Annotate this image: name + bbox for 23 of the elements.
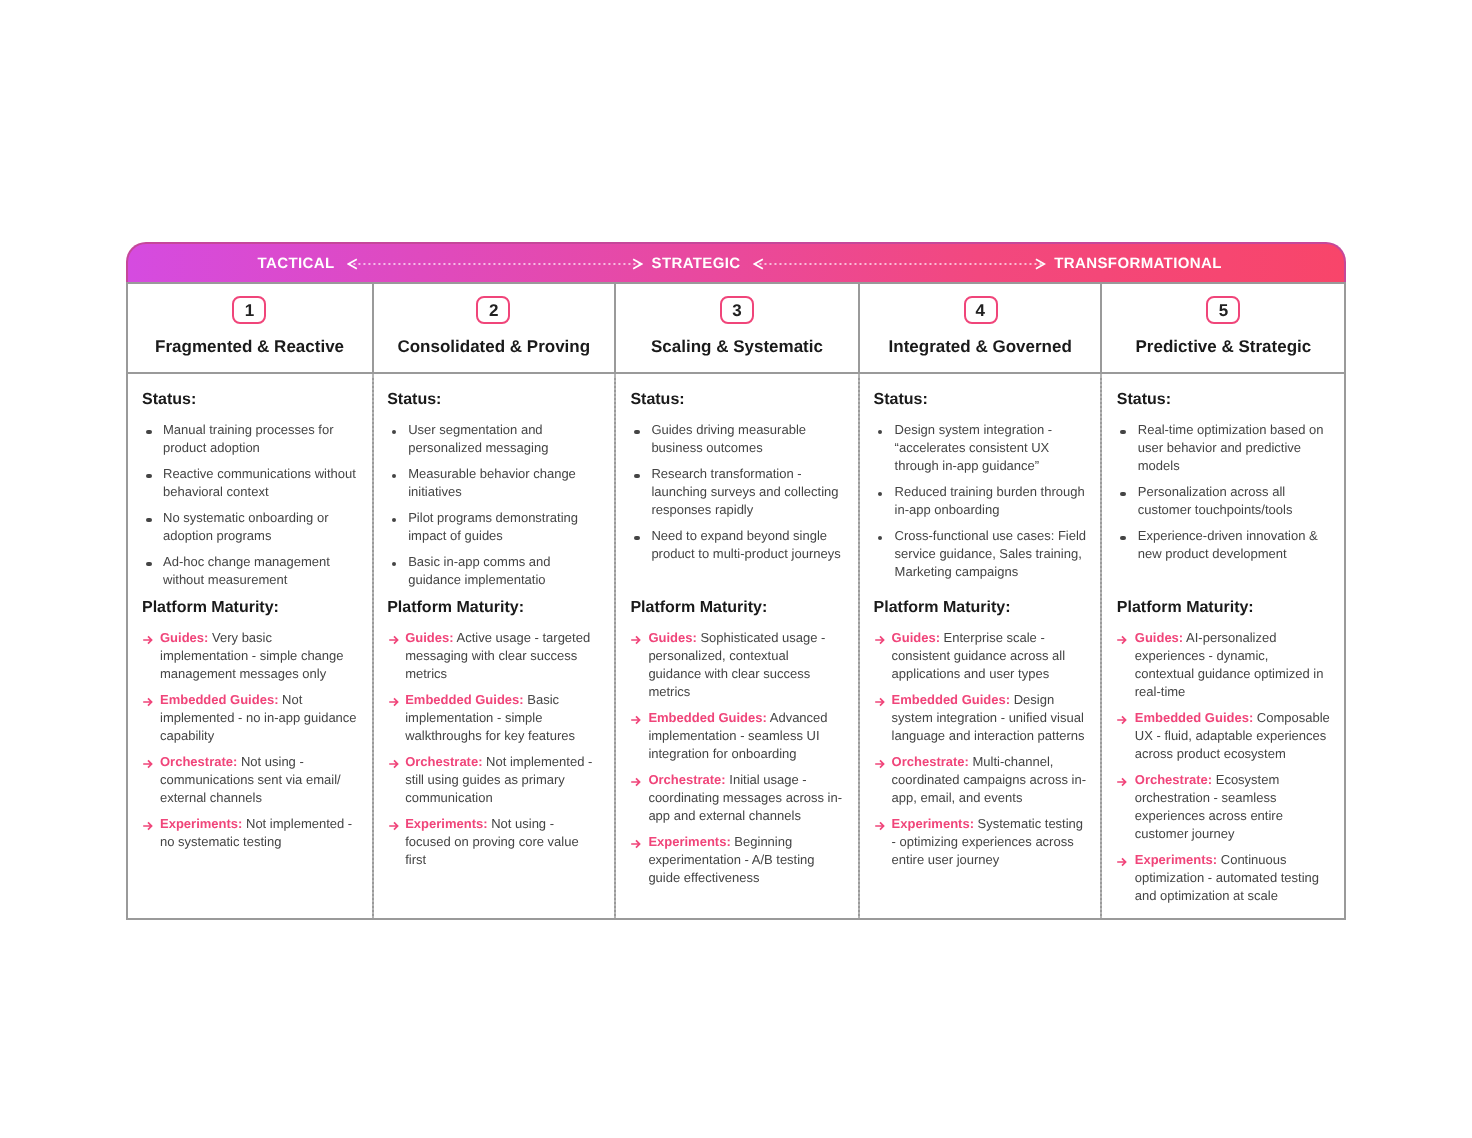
column-title: Fragmented & Reactive xyxy=(155,334,345,360)
section-heading: Platform Maturity: xyxy=(142,596,281,620)
section-heading: Platform Maturity: xyxy=(387,596,527,620)
stage-number-badge: 4 xyxy=(963,296,998,325)
section-heading: Status: xyxy=(630,388,687,412)
section-heading: Status: xyxy=(387,388,444,412)
column-title: Integrated & Governed xyxy=(888,334,1072,360)
double-arrow xyxy=(347,258,643,270)
section-heading: Status: xyxy=(142,388,199,412)
column-title: Predictive & Strategic xyxy=(1135,334,1312,360)
section-heading: Status: xyxy=(873,388,930,412)
column-title: Scaling & Systematic xyxy=(651,334,823,360)
section-heading: Platform Maturity: xyxy=(630,596,770,620)
stage-number-badge: 2 xyxy=(476,296,511,325)
section-heading: Status: xyxy=(1116,388,1174,412)
stage-number-badge: 1 xyxy=(232,296,267,325)
section-heading: Platform Maturity: xyxy=(1116,596,1256,620)
stage-number-badge: 5 xyxy=(1206,296,1241,325)
section-heading: Platform Maturity: xyxy=(873,596,1013,620)
double-arrow xyxy=(753,258,1046,270)
phase-band xyxy=(126,242,1346,282)
stage-number-badge: 3 xyxy=(719,296,754,325)
column-title: Consolidated & Proving xyxy=(397,334,591,360)
